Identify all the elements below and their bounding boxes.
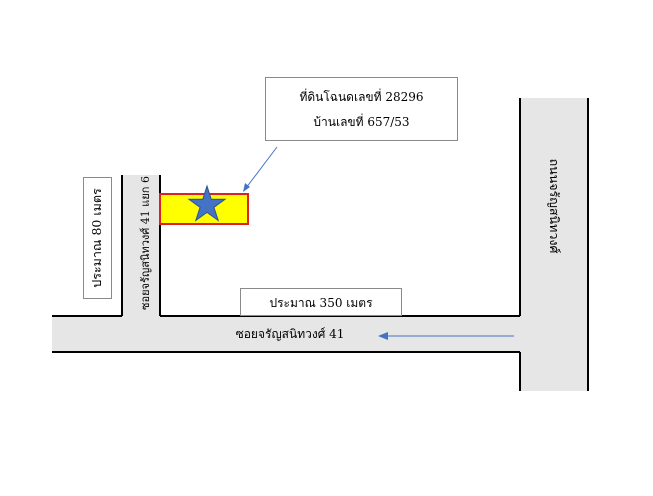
title-deed-label: ที่ดินโฉนดเลขที่ 28296: [299, 90, 424, 104]
star-icon: [187, 184, 227, 222]
main-soi-road: [52, 316, 589, 352]
distance-350-label: ประมาณ 350 เมตร: [269, 296, 373, 310]
house-number-label: บ้านเลขที่ 657/53: [313, 115, 410, 129]
main-road-label: ถนนจรัญสนิทวงศ์: [547, 158, 562, 254]
plot-callout: ที่ดินโฉนดเลขที่ 28296 บ้านเลขที่ 657/53: [265, 77, 458, 141]
distance-80-label: ประมาณ 80 เมตร: [89, 188, 104, 288]
side-soi-label: ซอยจรัญสนิทวงศ์ 41 แยก 6: [139, 176, 152, 310]
main-road: [520, 98, 588, 391]
distance-350-box: ประมาณ 350 เมตร: [240, 288, 402, 316]
distance-80-box: [83, 177, 112, 299]
callout-arrowhead: [243, 183, 250, 192]
callout-pointer: [245, 146, 278, 189]
main-soi-label: ซอยจรัญสนิทวงศ์ 41: [235, 327, 345, 341]
arrow-left-icon: [378, 332, 388, 340]
side-soi-road: [122, 175, 160, 317]
